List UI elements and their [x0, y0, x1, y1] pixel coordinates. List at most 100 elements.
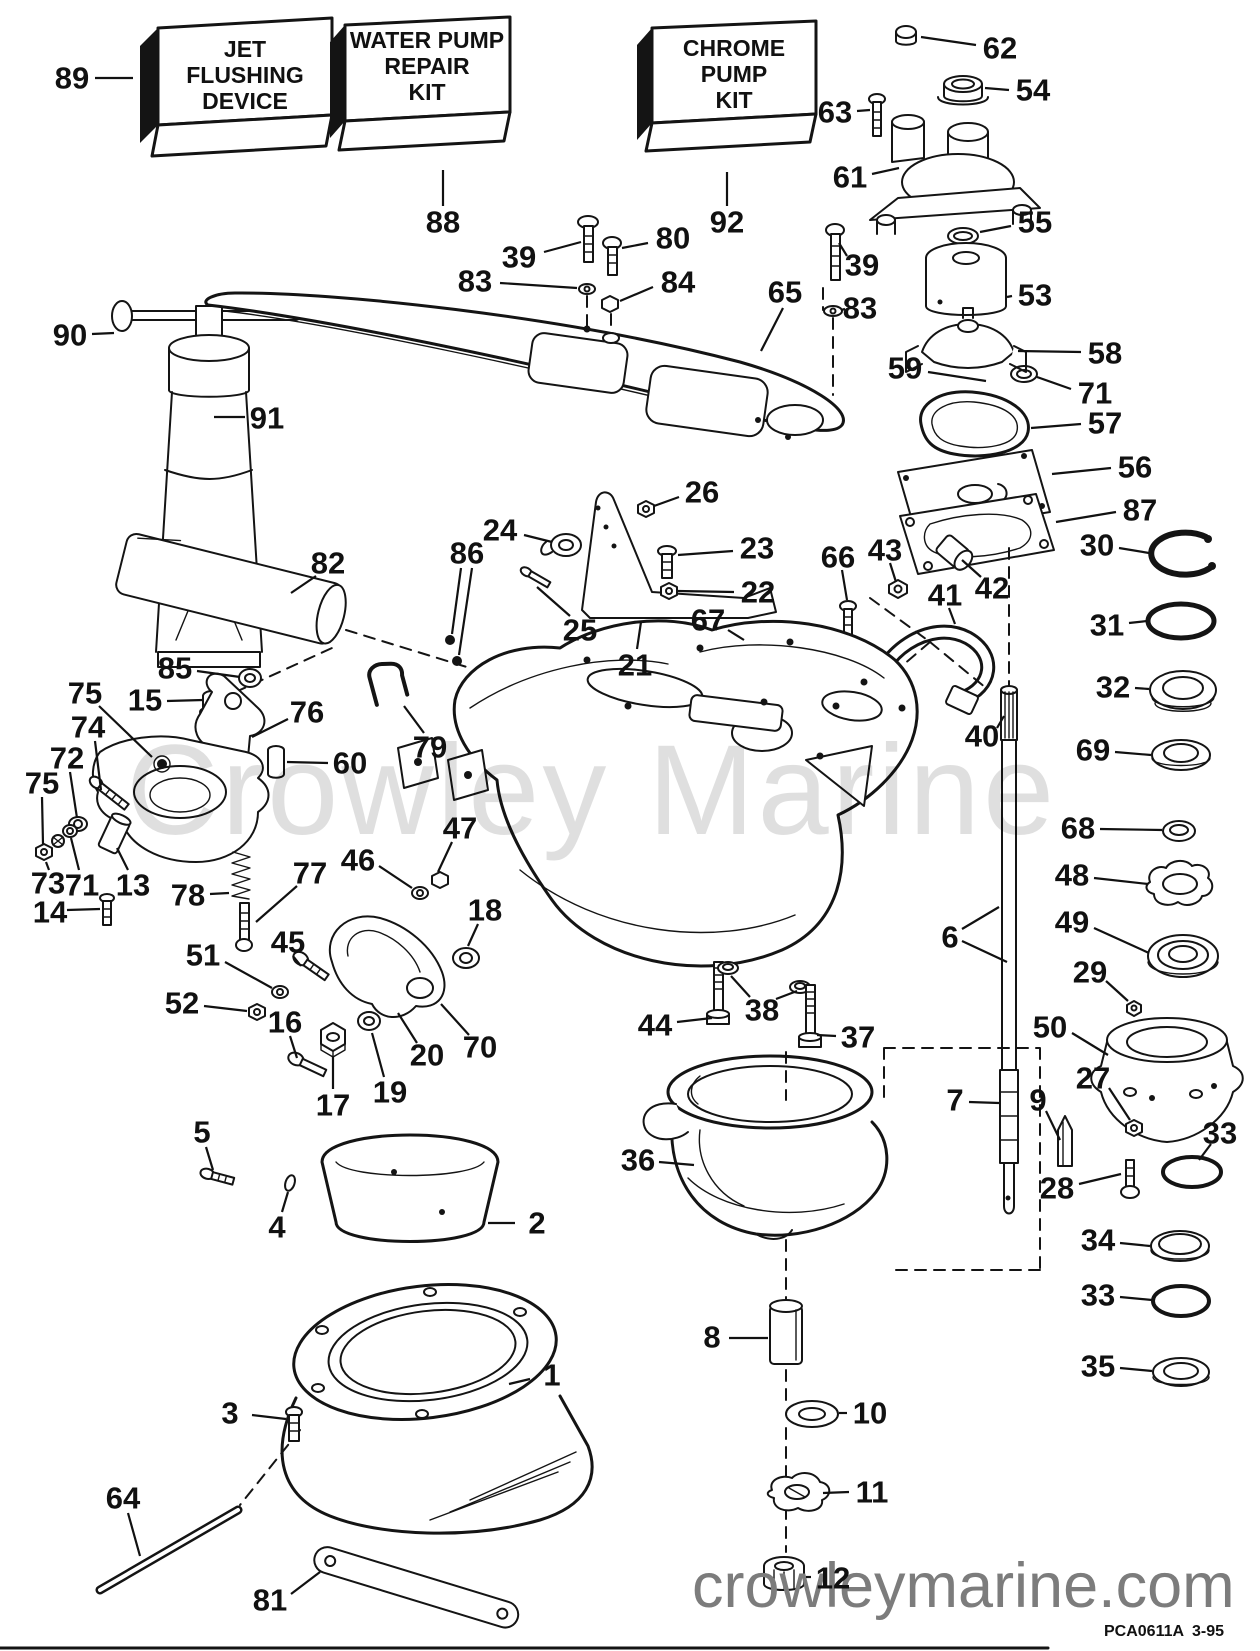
callout-54: 54	[984, 73, 1051, 108]
callout-number: 56	[1118, 450, 1152, 485]
callout-number: 68	[1061, 811, 1095, 846]
callout-number: 26	[685, 475, 719, 510]
callout-number: 84	[661, 265, 696, 300]
callout-number: 24	[483, 513, 518, 548]
callout-75: 75	[25, 766, 59, 845]
callout-number: 14	[33, 895, 68, 930]
part-79-clip	[367, 661, 410, 707]
callout-number: 48	[1055, 858, 1089, 893]
callout-38: 38	[730, 975, 798, 1028]
callout-number: 57	[1088, 406, 1122, 441]
callout-leader	[292, 955, 302, 967]
callout-leader	[543, 240, 582, 254]
callout-leader	[1071, 1032, 1109, 1056]
callout-11: 11	[822, 1475, 888, 1510]
callout-leader	[466, 923, 480, 947]
callout-number: 41	[928, 578, 962, 613]
callout-10: 10	[839, 1396, 887, 1431]
callout-leader	[760, 307, 784, 352]
callout-leader	[116, 847, 129, 871]
callout-37: 37	[816, 1020, 875, 1055]
callout-number: 81	[253, 1583, 287, 1618]
callout-leader	[927, 370, 987, 383]
callout-number: 73	[31, 866, 65, 901]
callout-88: 88	[426, 170, 460, 240]
callout-79: 79	[403, 705, 447, 765]
callout-77: 77	[255, 856, 327, 923]
callout-78: 78	[171, 878, 230, 913]
callout-leader	[1006, 294, 1013, 299]
part-27-nut	[1125, 1119, 1143, 1137]
part-64-rod	[95, 1505, 243, 1595]
callout-leader	[1093, 876, 1149, 886]
part-36-jet-impeller	[642, 1054, 889, 1240]
callout-number: 72	[50, 741, 84, 776]
part-81-bar	[313, 1546, 520, 1629]
callout-31: 31	[1090, 608, 1148, 643]
part-55-o-ring	[947, 227, 979, 245]
callout-leader	[984, 86, 1010, 92]
callout-number: 83	[458, 264, 492, 299]
callout-16: 16	[268, 1005, 302, 1059]
callout-leader	[1134, 686, 1150, 691]
callout-leader	[403, 705, 425, 734]
part-28-bolt	[1120, 1159, 1140, 1199]
callout-36: 36	[621, 1143, 695, 1178]
callout-number: 89	[55, 61, 89, 96]
callout-23: 23	[677, 531, 774, 566]
callout-71: 71	[1036, 376, 1112, 411]
callout-leader	[251, 718, 289, 738]
callout-leader	[1198, 1143, 1212, 1161]
callout-75: 75	[68, 676, 153, 758]
callout-33: 33	[1198, 1116, 1237, 1161]
callout-leader	[961, 559, 982, 578]
callout-number: 13	[116, 868, 150, 903]
callout-number: 30	[1080, 528, 1114, 563]
callout-number: 92	[710, 205, 744, 240]
callout-leader	[251, 1413, 287, 1421]
callout-number: 12	[816, 1561, 850, 1596]
part-16-screw	[287, 1051, 328, 1078]
callout-leader	[621, 241, 649, 250]
callout-number: 65	[768, 275, 802, 310]
part-29-nut	[1126, 1000, 1142, 1017]
callout-number: 77	[293, 856, 327, 891]
part-50-bearing-housing	[1090, 1017, 1244, 1143]
callout-52: 52	[165, 986, 248, 1021]
callout-62: 62	[920, 31, 1017, 66]
callout-28: 28	[1040, 1171, 1122, 1206]
callout-leader	[370, 1032, 386, 1078]
part-3-screw	[285, 1406, 303, 1442]
watermark-crowley-marine: Crowley Marine	[126, 719, 1057, 862]
callout-number: 23	[740, 531, 774, 566]
part-1-intake-housing	[239, 1283, 594, 1535]
callout-number: 78	[171, 878, 205, 913]
callout-leader	[290, 1571, 321, 1595]
callout-13: 13	[116, 847, 150, 903]
callout-number: 7	[946, 1083, 963, 1118]
callout-leader	[44, 861, 51, 871]
callout-number: 66	[821, 540, 855, 575]
callout-number: 32	[1096, 670, 1130, 705]
callout-leader	[947, 607, 957, 625]
callout-number: 35	[1081, 1349, 1115, 1384]
callout-65: 65	[760, 275, 802, 352]
callout-number: 39	[502, 240, 536, 275]
callout-number: 2	[528, 1206, 545, 1241]
callout-number: 71	[1078, 376, 1112, 411]
callout-20: 20	[397, 1012, 444, 1073]
part-17-nut	[320, 1022, 346, 1058]
callout-80: 80	[621, 221, 690, 256]
callout-leader	[1108, 1087, 1131, 1121]
callout-45: 45	[271, 925, 305, 967]
callout-leader	[1114, 750, 1152, 757]
callout-leader	[816, 1033, 837, 1038]
callout-leader	[536, 586, 571, 617]
callout-29: 29	[1073, 955, 1129, 1002]
hardware-46-47	[411, 871, 449, 900]
doc-revision: 3-95	[1192, 1623, 1224, 1640]
callout-59: 59	[888, 351, 987, 386]
callout-leader	[286, 760, 329, 765]
